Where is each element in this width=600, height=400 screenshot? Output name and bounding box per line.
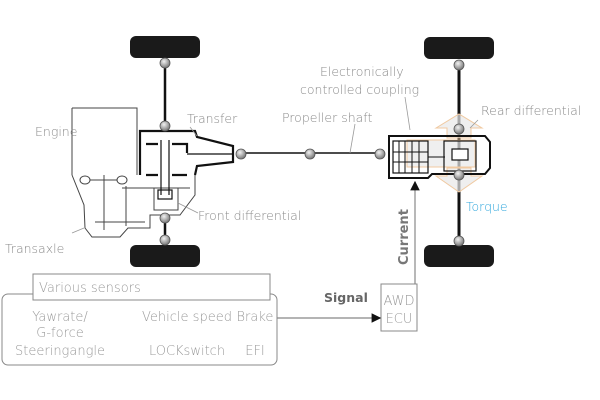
- ecu-line2: ECU: [386, 312, 413, 327]
- front-right-wheel: [130, 245, 200, 267]
- label-rear-differential: Rear differential: [481, 103, 581, 118]
- sensor-yawrate: Yawrate/: [32, 310, 88, 325]
- label-transfer: Transfer: [187, 111, 238, 126]
- ecu-line1: AWD: [383, 294, 414, 309]
- front-left-wheel: [130, 36, 200, 58]
- sensors-title: Various sensors: [39, 281, 141, 296]
- coupling-rear-differential: [388, 135, 491, 179]
- label-coupling-1: Electronically: [320, 64, 404, 79]
- leader-lines: [71, 96, 479, 234]
- label-propeller-shaft: Propeller shaft: [282, 110, 372, 125]
- sensor-vehicle-speed: Vehicle speed: [142, 310, 232, 325]
- sensor-brake: Brake: [237, 310, 274, 325]
- label-coupling-2: controlled coupling: [300, 82, 419, 97]
- label-torque: Torque: [466, 199, 508, 214]
- awd-ecu-box: [380, 283, 418, 332]
- label-signal: Signal: [324, 290, 368, 305]
- label-current: Current: [397, 209, 412, 265]
- joints: [159, 57, 465, 247]
- transfer-case: [138, 129, 235, 195]
- sensor-steering-angle: Steeringangle: [15, 344, 105, 359]
- rear-right-wheel: [424, 245, 494, 267]
- rear-left-wheel: [424, 37, 494, 59]
- sensor-lock-switch: LOCKswitch: [149, 344, 225, 359]
- label-front-differential: Front differential: [198, 208, 301, 223]
- front-differential-gear: [157, 189, 173, 200]
- sensor-gforce: G-force: [36, 326, 84, 341]
- engine-transaxle: [71, 107, 196, 238]
- sensors-title-box: [32, 273, 271, 301]
- label-transaxle: Transaxle: [5, 241, 64, 256]
- sensor-efi: EFI: [245, 344, 265, 359]
- label-engine: Engine: [35, 124, 77, 139]
